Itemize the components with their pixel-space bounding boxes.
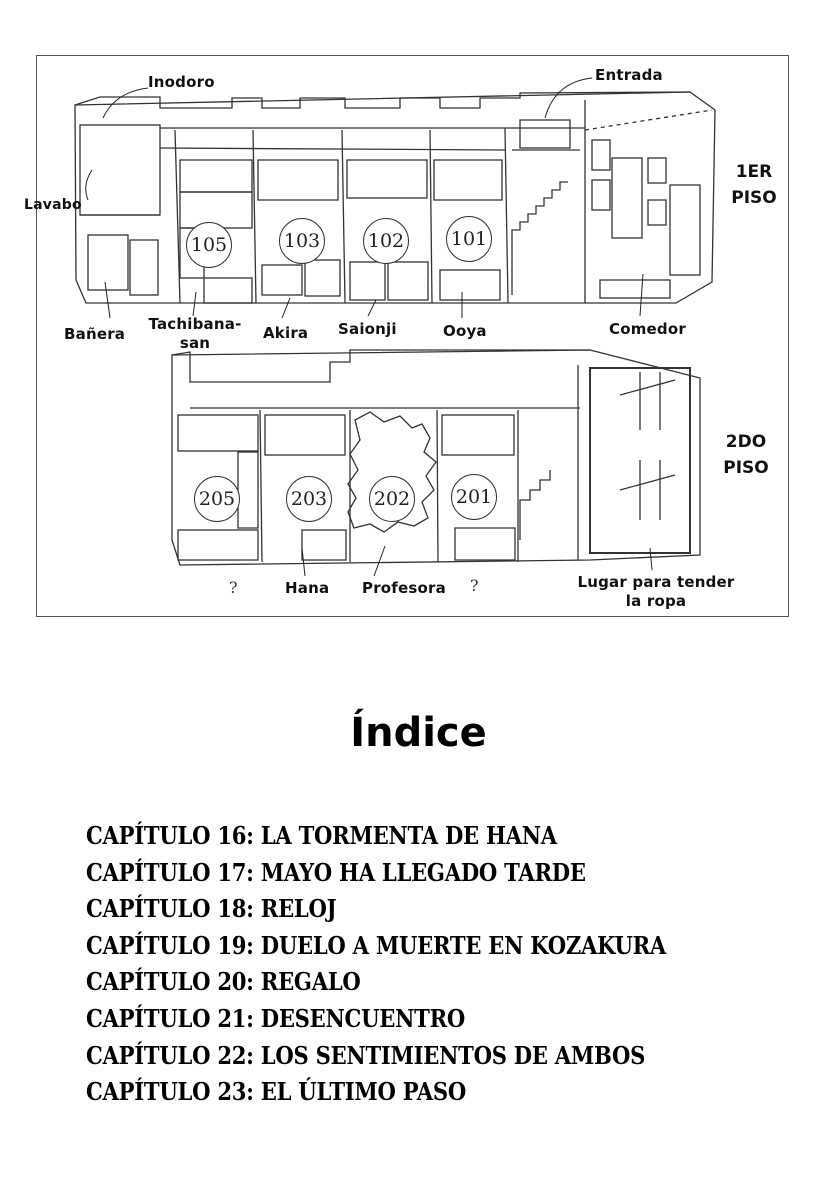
chapter-item: CAPÍTULO 21: DESENCUENTRO xyxy=(86,1003,466,1033)
leader-akira xyxy=(281,297,291,319)
chapter-item: CAPÍTULO 23: EL ÚLTIMO PASO xyxy=(86,1077,467,1107)
label-tachibana-line1: Tachibana- xyxy=(148,315,242,333)
label-inodoro: Inodoro xyxy=(148,73,215,91)
label-lugar-line2: la ropa xyxy=(625,592,687,610)
leader-inodoro xyxy=(102,87,149,119)
label-ooya: Ooya xyxy=(443,322,487,340)
label-saionji: Saionji xyxy=(338,320,397,338)
floor-label-first-line1: 1ER xyxy=(735,162,773,182)
chapter-item: CAPÍTULO 16: LA TORMENTA DE HANA xyxy=(86,821,557,850)
leader-comedor xyxy=(639,273,644,317)
room-number-101: 101 xyxy=(446,216,492,262)
label-lavabo: Lavabo xyxy=(24,197,82,213)
leader-entrada xyxy=(544,77,593,119)
label-unknown-201: ? xyxy=(470,576,479,595)
leader-hana xyxy=(301,547,306,577)
room-number-201: 201 xyxy=(451,474,497,520)
leader-profesora xyxy=(373,545,386,577)
chapter-item: CAPÍTULO 17: MAYO HA LLEGADO TARDE xyxy=(86,857,586,887)
leader-lavabo xyxy=(85,169,93,201)
floor-label-second-line2: PISO xyxy=(723,458,769,478)
second-floor-outline xyxy=(171,349,701,566)
label-tachibana: Tachibana- san xyxy=(147,315,243,353)
leader-tachibana xyxy=(192,291,197,317)
label-banera: Bañera xyxy=(64,325,126,343)
leader-banera xyxy=(104,281,111,319)
label-comedor: Comedor xyxy=(609,320,686,338)
floor-plan-illustration xyxy=(74,77,716,577)
room-number-102: 102 xyxy=(363,218,409,264)
label-unknown-205: ? xyxy=(229,578,238,597)
first-floor-outline xyxy=(74,91,716,304)
room-number-103: 103 xyxy=(279,218,325,264)
room-number-105: 105 xyxy=(186,222,232,268)
room-number-203: 203 xyxy=(286,476,332,522)
room-number-202: 202 xyxy=(369,476,415,522)
chapter-item: CAPÍTULO 18: RELOJ xyxy=(86,894,337,924)
floor-plan-frame xyxy=(36,55,789,617)
label-akira: Akira xyxy=(263,324,309,342)
index-title: Índice xyxy=(350,710,487,756)
leader-saionji xyxy=(367,299,377,317)
floor-label-first-line2: PISO xyxy=(731,188,777,208)
leader-lugar xyxy=(649,547,653,571)
room-number-205: 205 xyxy=(194,476,240,522)
chapter-item: CAPÍTULO 19: DUELO A MUERTE EN KOZAKURA xyxy=(86,930,667,960)
floor-label-second-line1: 2DO xyxy=(725,432,767,452)
chapter-item: CAPÍTULO 22: LOS SENTIMIENTOS DE AMBOS xyxy=(86,1040,646,1070)
label-lugar-tender-ropa: Lugar para tender la ropa xyxy=(576,573,736,611)
label-profesora: Profesora xyxy=(362,579,446,597)
floor-label-second: 2DO PISO xyxy=(716,429,776,481)
chapter-item: CAPÍTULO 20: REGALO xyxy=(86,967,361,997)
chapter-list: CAPÍTULO 16: LA TORMENTA DE HANA CAPÍTUL… xyxy=(86,818,745,1111)
floor-label-first: 1ER PISO xyxy=(724,159,784,211)
label-hana: Hana xyxy=(285,579,330,597)
label-entrada: Entrada xyxy=(595,66,663,84)
label-lugar-line1: Lugar para tender xyxy=(577,573,735,591)
label-tachibana-line2: san xyxy=(179,334,211,352)
